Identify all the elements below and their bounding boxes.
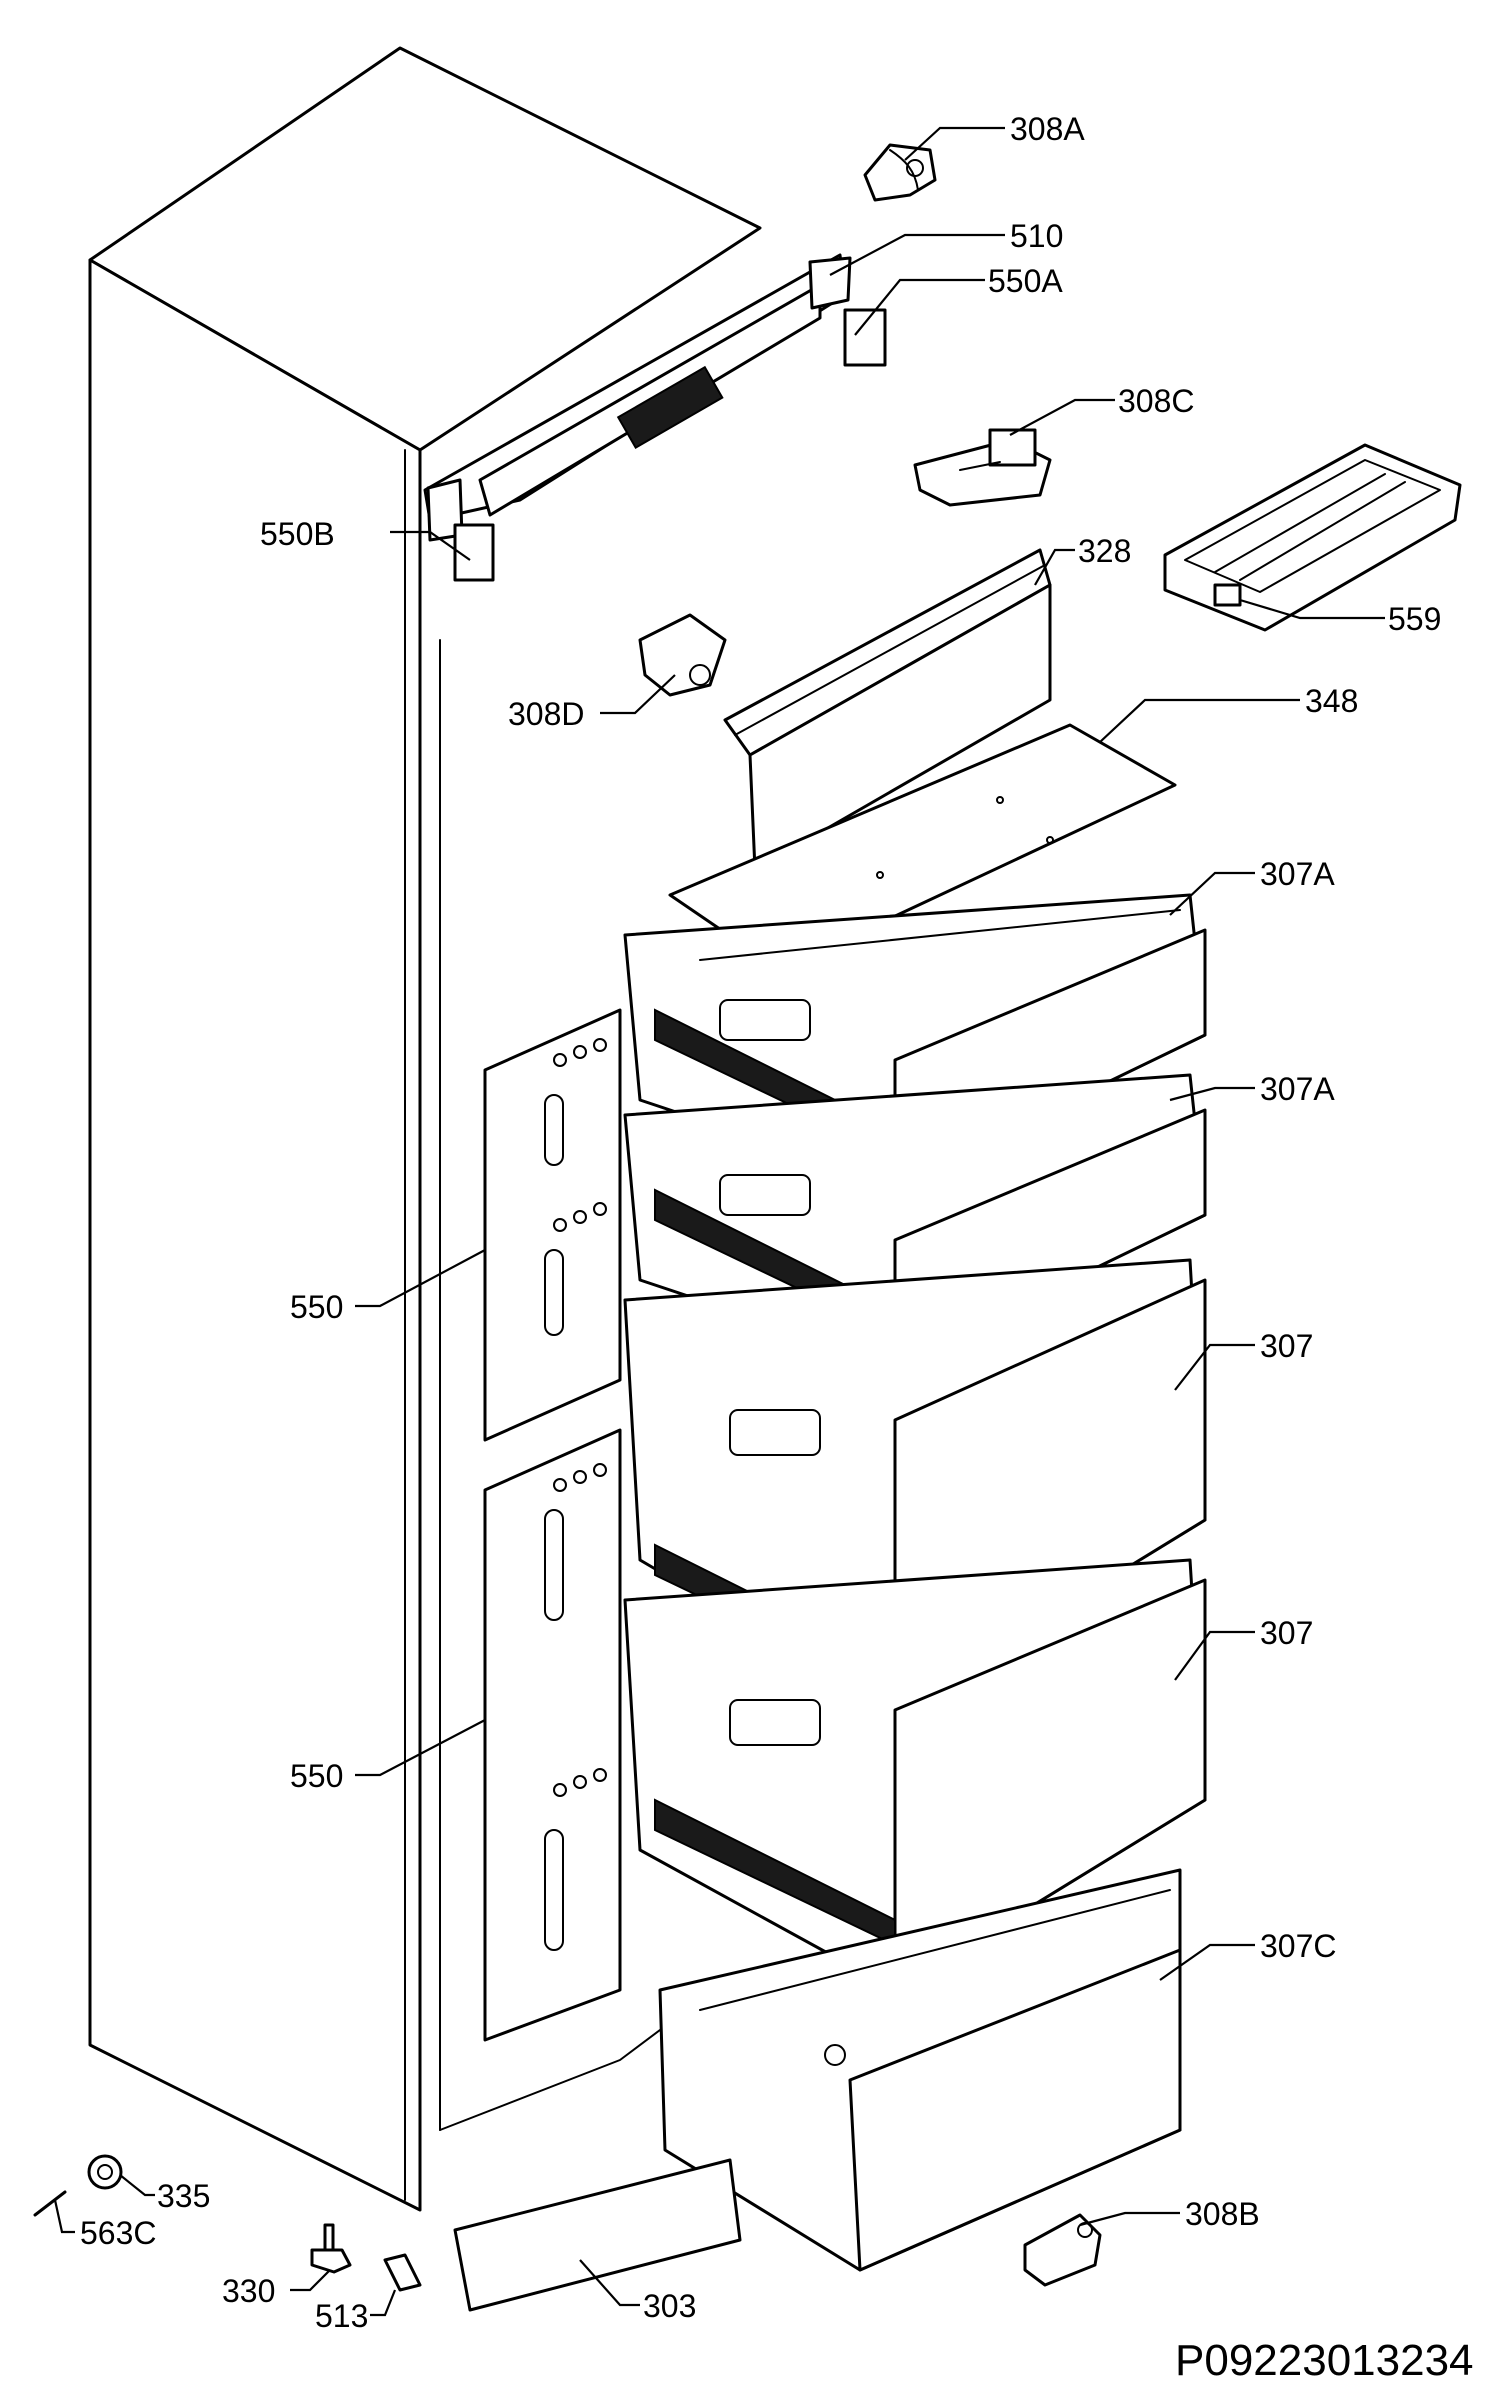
- label-510: 510: [1010, 218, 1063, 254]
- hinge-308b: [1023, 2213, 1102, 2287]
- label-308c: 308C: [1118, 383, 1195, 419]
- bracket-308c: [913, 428, 1052, 507]
- door-panel-upper: [483, 1008, 622, 1442]
- kick-plate-303: [453, 2158, 742, 2312]
- bracket-513: [383, 2253, 422, 2292]
- part-550a-block: [843, 308, 887, 367]
- label-550b: 550B: [260, 516, 335, 552]
- drawer-307-fourth: [623, 1558, 1207, 1992]
- part-550b-block: [453, 523, 495, 582]
- label-550-upper: 550: [290, 1289, 343, 1325]
- label-563c: 563C: [80, 2215, 157, 2251]
- label-308a: 308A: [1010, 111, 1085, 147]
- label-307-third: 307: [1260, 1328, 1313, 1364]
- label-330: 330: [222, 2273, 275, 2309]
- foot-335: [87, 2154, 123, 2190]
- flap-328: [723, 548, 1052, 872]
- hinge-308a: [863, 143, 937, 202]
- hinge-308d: [638, 613, 727, 697]
- label-513: 513: [315, 2298, 368, 2334]
- label-308d: 308D: [508, 696, 585, 732]
- label-348: 348: [1305, 683, 1358, 719]
- label-550-lower: 550: [290, 1758, 343, 1794]
- drawer-307c-bottom: [658, 1868, 1182, 2272]
- cabinet-body: [88, 46, 762, 2212]
- label-307a-top: 307A: [1260, 856, 1335, 892]
- pin-563c: [33, 2190, 67, 2217]
- door-panel-lower: [483, 1428, 622, 2042]
- adjustable-foot-330: [310, 2223, 352, 2274]
- label-550a: 550A: [988, 263, 1063, 299]
- label-307-fourth: 307: [1260, 1615, 1313, 1651]
- document-number: P09223013234: [1175, 2336, 1474, 2385]
- label-559: 559: [1388, 601, 1441, 637]
- label-307c: 307C: [1260, 1928, 1337, 1964]
- label-328: 328: [1078, 533, 1131, 569]
- leader-lines: [53, 126, 1385, 2317]
- ice-tray: [1163, 443, 1462, 632]
- label-303: 303: [643, 2288, 696, 2324]
- label-308b: 308B: [1185, 2196, 1260, 2232]
- label-335: 335: [157, 2178, 210, 2214]
- label-307a-second: 307A: [1260, 1071, 1335, 1107]
